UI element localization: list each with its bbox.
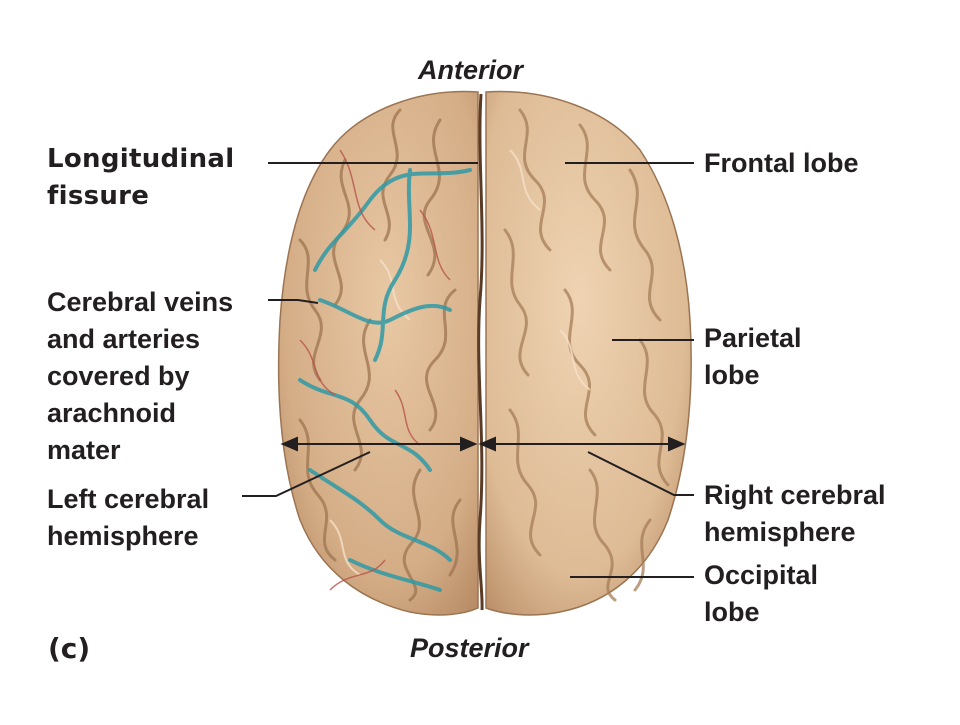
leader-lines [242,162,694,578]
right-gyri [503,108,670,602]
posterior-label: Posterior [410,633,529,663]
right-hemisphere-shape [485,90,692,616]
right-hemisphere-label: Right cerebral hemisphere [704,480,886,547]
longitudinal-fissure-line [477,93,484,611]
frontal-lobe-label: Frontal lobe [704,148,859,178]
hemisphere-arrows [280,436,686,452]
anterior-label: Anterior [418,55,524,85]
parietal-lobe-label: Parietal lobe [704,323,802,390]
leader-left-hemisphere [242,451,371,497]
cerebral-veins [298,168,472,592]
left-gyri [298,108,462,602]
occipital-lobe-label: Occipital lobe [704,560,819,627]
leader-right-hemisphere [587,451,694,496]
leader-cerebral-veins [268,299,319,304]
left-hemisphere-label: Left cerebral hemisphere [47,484,210,551]
longitudinal-fissure-label: Longitudinal fissure [47,144,235,211]
panel-letter: (c) [48,632,91,665]
cerebral-veins-label: Cerebral veins and arteries covered by a… [47,287,234,465]
cerebral-arteries [299,149,451,591]
